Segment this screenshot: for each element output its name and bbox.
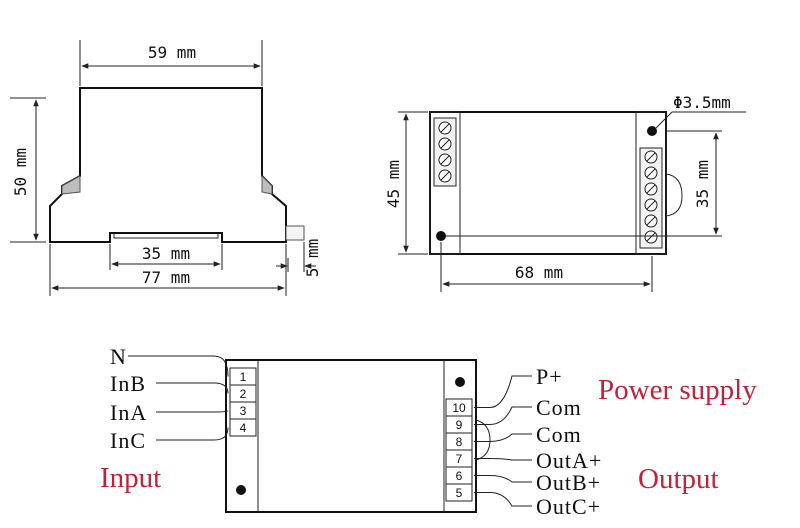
side-view: 59 mm 50 mm 35 mm 77 mm 5 mm [10, 40, 322, 296]
side-width-label: 59 mm [148, 43, 196, 62]
power-supply-title: Power supply [598, 374, 757, 406]
top-mount-hole-right [647, 126, 657, 136]
input-title: Input [100, 462, 161, 494]
right-leader-line [474, 492, 532, 507]
top-right-screws [644, 150, 658, 244]
top-hole-label: Φ3.5mm [673, 93, 731, 112]
right-terminal-signal: Com [536, 422, 582, 447]
wiring-body-outline [225, 359, 477, 513]
side-height-label: 50 mm [11, 148, 30, 196]
left-leader-line [156, 427, 229, 441]
right-terminal-signal: OutB+ [536, 470, 601, 495]
top-body-outline [429, 111, 667, 255]
top-left-screws [438, 121, 452, 183]
left-terminal-signal: InA [110, 400, 147, 425]
top-mount-hole-left [436, 231, 446, 241]
side-rail-label: 35 mm [142, 244, 190, 263]
left-terminal-number: 1 [240, 370, 247, 384]
right-terminal-number: 8 [456, 435, 463, 449]
left-terminal-number: 4 [240, 421, 247, 435]
left-leader-line [128, 355, 229, 377]
top-view: Φ3.5mm 45 mm 35 mm 68 mm [384, 93, 746, 292]
output-title: Output [638, 463, 719, 495]
wiring-mount-hole-top [455, 377, 465, 387]
right-terminal-number: 6 [456, 469, 463, 483]
right-terminal-number: 7 [456, 452, 463, 466]
right-terminal-number: 5 [456, 486, 463, 500]
side-clip-label: 5 mm [303, 239, 322, 278]
right-terminal-block: 10 9 8 7 6 5 [445, 398, 473, 502]
wiring-side-tab [475, 419, 491, 461]
right-terminal-signal: OutC+ [536, 494, 601, 519]
top-side-tab [665, 173, 683, 217]
right-terminal-cell [445, 483, 473, 502]
left-terminal-number: 3 [240, 404, 247, 418]
left-terminal-number: 2 [240, 387, 247, 401]
side-clip-left [61, 175, 81, 195]
left-terminal-cell [229, 418, 257, 437]
side-din-clip [285, 225, 305, 241]
top-terminal-label: 35 mm [693, 160, 712, 208]
right-leader-line [474, 475, 532, 483]
left-leader-line [156, 410, 229, 413]
side-base-label: 77 mm [142, 268, 190, 287]
right-leader-line [474, 375, 532, 408]
left-terminal-block: 1 2 3 4 [229, 367, 257, 437]
right-terminal-signal: Com [536, 395, 582, 420]
left-terminal-signal: InB [110, 371, 146, 396]
top-left-terminal-block [433, 117, 457, 187]
left-leader-line [156, 382, 229, 394]
right-terminal-number: 10 [452, 401, 466, 415]
left-terminal-signal: N [110, 344, 127, 369]
right-leader-line [474, 406, 532, 425]
top-length-label: 68 mm [515, 263, 563, 282]
top-height-label: 45 mm [384, 160, 403, 208]
left-terminal-signal: InC [110, 428, 146, 453]
right-leader-line [474, 458, 532, 461]
right-terminal-number: 9 [456, 418, 463, 432]
right-terminal-signal: OutA+ [536, 448, 602, 473]
right-leader-line [474, 433, 532, 442]
wiring-mount-hole-bottom [236, 485, 246, 495]
right-terminal-signal: P+ [536, 364, 563, 389]
side-body-outline [49, 87, 287, 243]
side-clip-right [261, 174, 273, 195]
